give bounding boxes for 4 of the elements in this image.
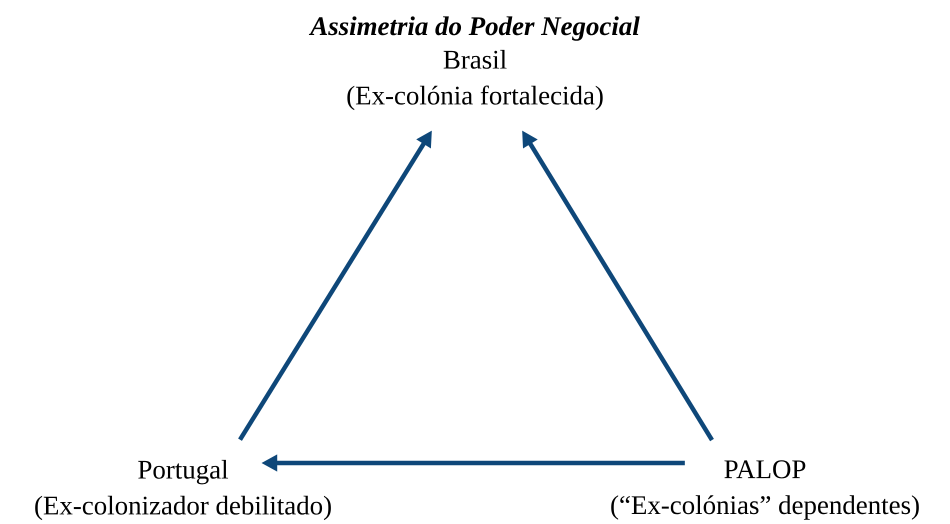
text-label: PALOP (“Ex-colónias” dependentes) [611,460,919,520]
text-label: Brasil (Ex-colónia fortalecida) [347,50,603,110]
text-label: Portugal (Ex-colonizador debilitado) [35,460,331,520]
diagram-title: Assimetria do Poder Negocial [308,16,640,41]
